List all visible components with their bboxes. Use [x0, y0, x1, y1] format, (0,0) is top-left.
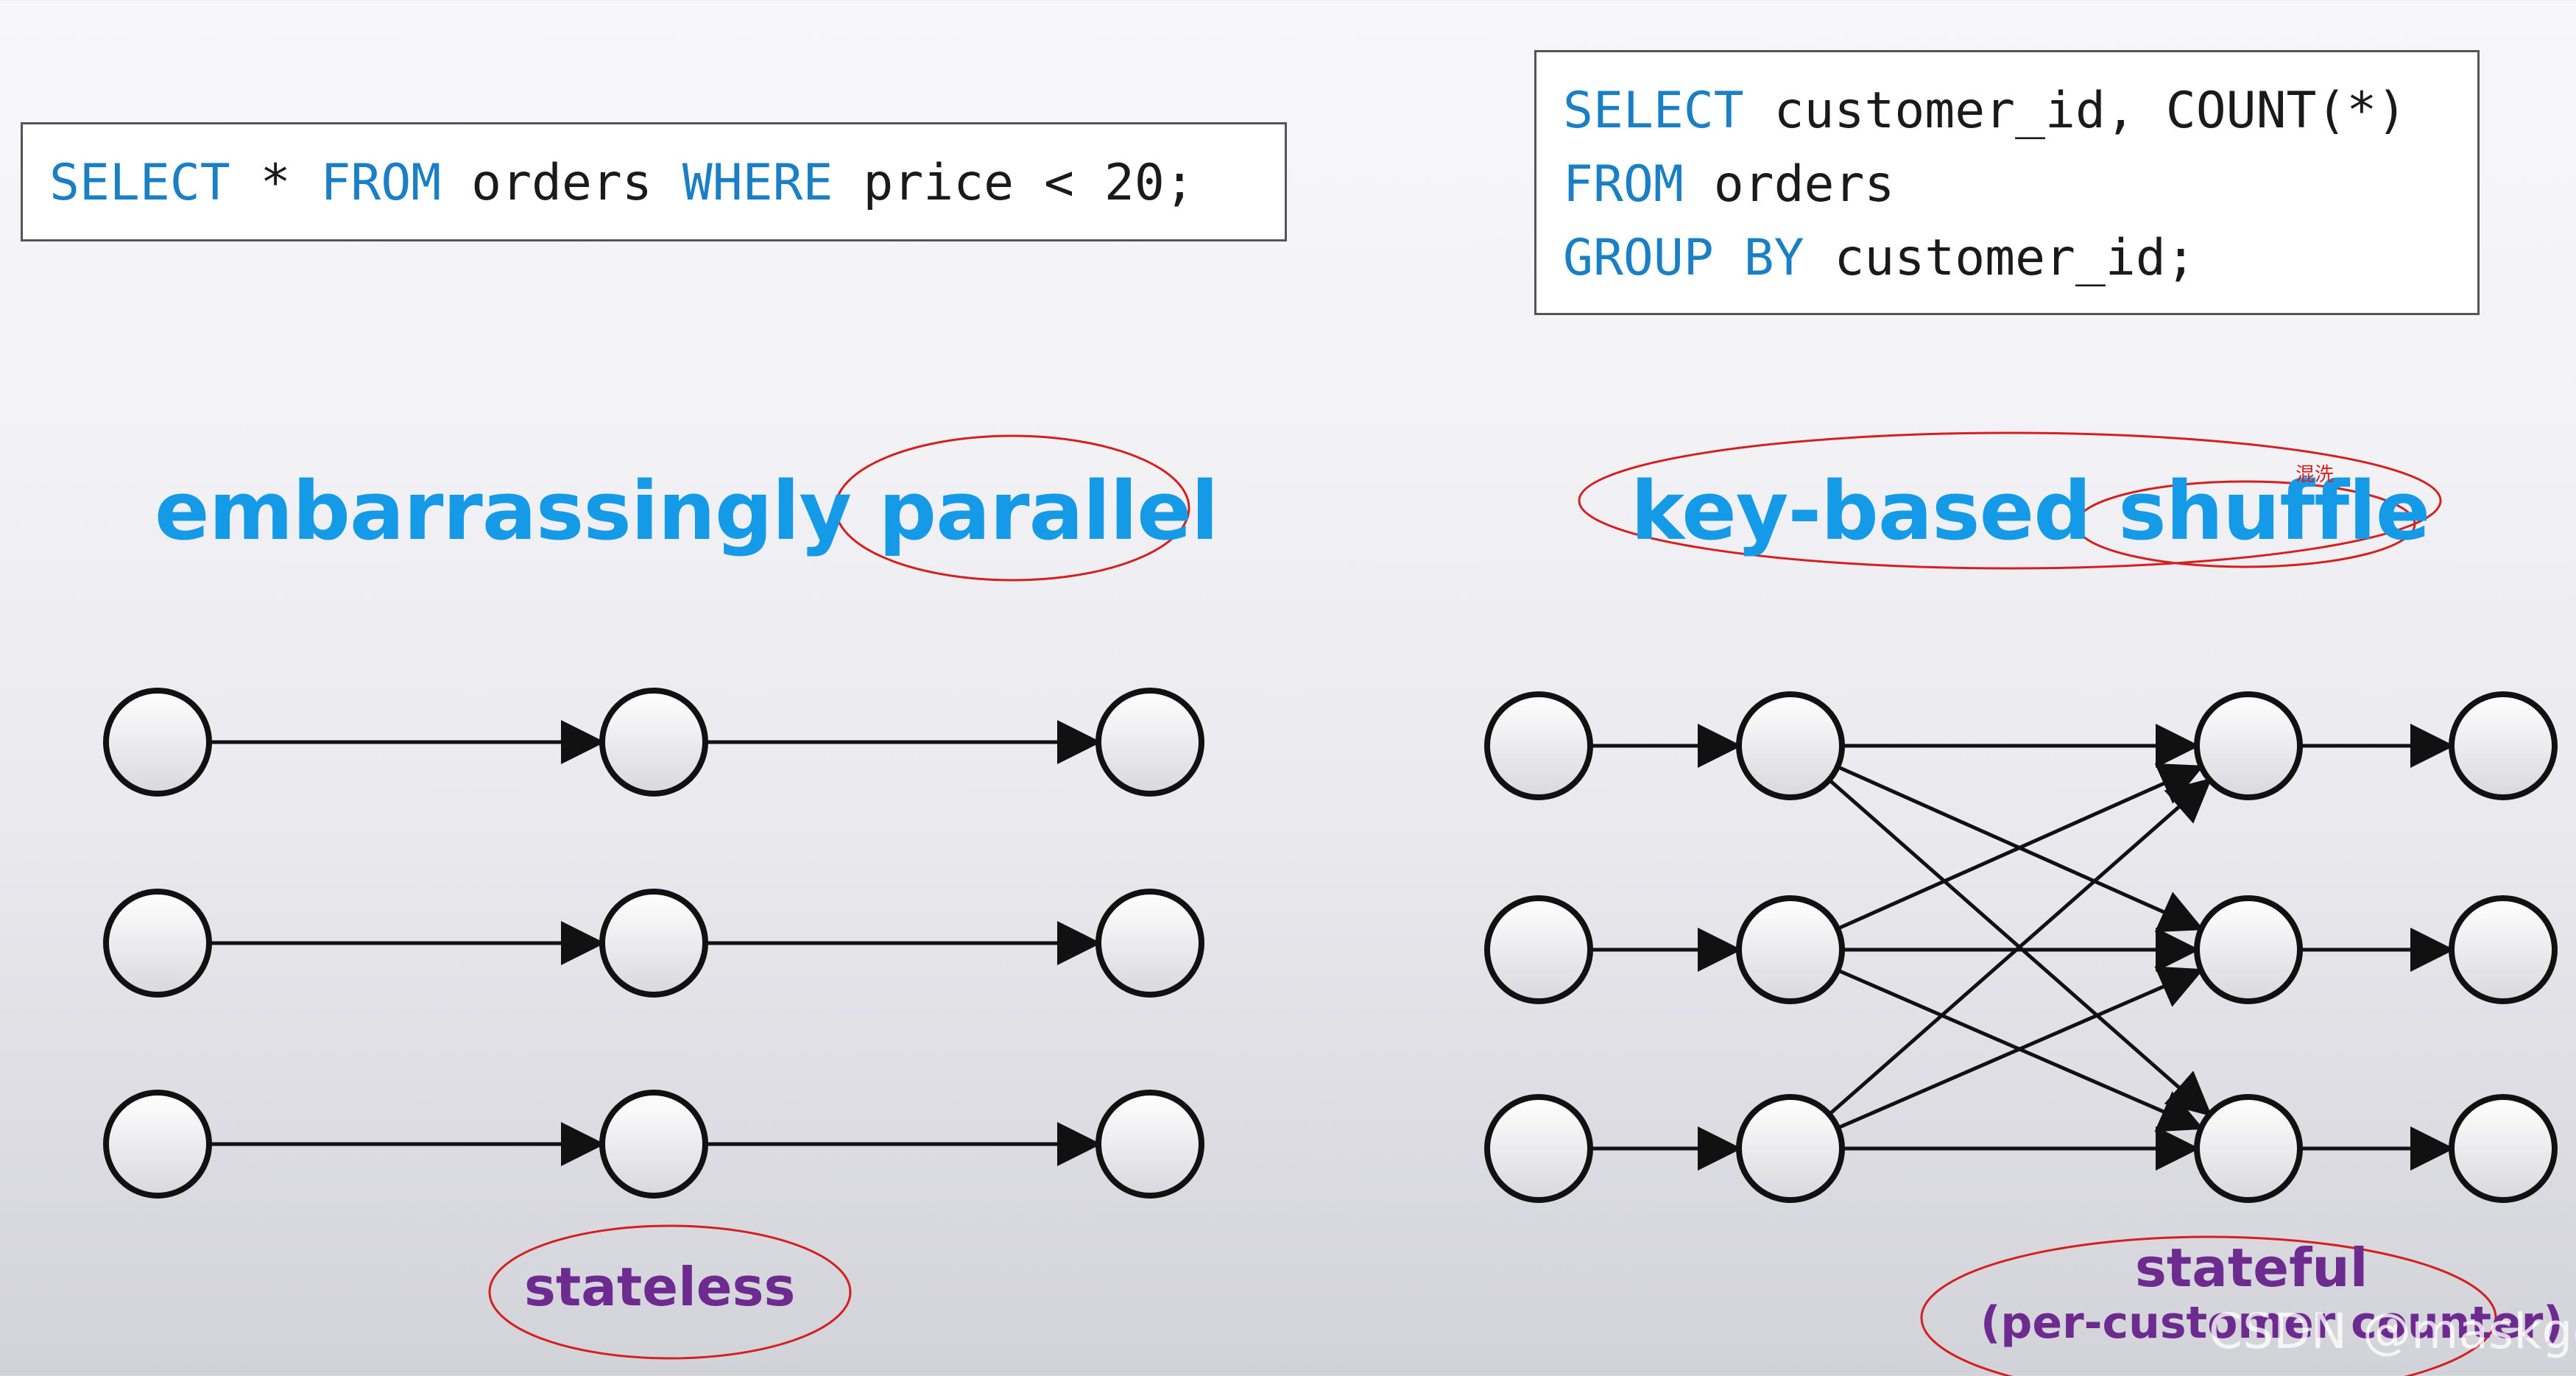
left-node-r2-c2 [599, 889, 708, 998]
left-node-r1-c1 [103, 688, 212, 797]
left-node-r3-c1 [103, 1090, 212, 1199]
label-stateless: stateless [524, 1256, 796, 1318]
annotation-circle-stateless [488, 1224, 852, 1360]
annotation-circle-parallel [834, 434, 1190, 582]
shuffle-edge-3-to-1 [1827, 777, 2212, 1116]
code-box-filter-query: SELECT * FROM orders WHERE price < 20; [21, 122, 1287, 241]
sql-keyword: SELECT [1563, 82, 1744, 140]
nodes-layer [103, 688, 2558, 1203]
right-node-r2-c3 [2194, 895, 2303, 1004]
sql-text: orders [441, 154, 682, 212]
right-node-r2-c4 [2449, 895, 2558, 1004]
right-node-r3-c3 [2194, 1094, 2303, 1203]
right-node-r2-c2 [1736, 895, 1845, 1004]
shuffle-edge-1-to-3 [1827, 778, 2212, 1117]
right-node-r2-c1 [1484, 895, 1593, 1004]
right-node-r1-c1 [1484, 691, 1593, 800]
sql-keyword: SELECT [49, 154, 230, 212]
sql-keyword: WHERE [682, 154, 833, 212]
left-node-r1-c2 [599, 688, 708, 797]
left-node-r3-c3 [1095, 1090, 1204, 1199]
group-query-line-1: SELECT customer_id, COUNT(*) [1563, 86, 2407, 136]
title-key-based-shuffle: key-based shuffle [1631, 464, 2430, 558]
annotation-circle-shuffle-title [1578, 431, 2442, 570]
right-node-r3-c2 [1736, 1094, 1845, 1203]
shuffle-edge-3-to-2 [1837, 966, 2204, 1130]
label-stateful: stateful [2135, 1237, 2368, 1299]
sql-text: price < 20; [833, 154, 1195, 212]
annotation-circle-stateful [1920, 1235, 2497, 1376]
group-query-line-2: FROM orders [1563, 160, 1894, 210]
right-node-r3-c4 [2449, 1094, 2558, 1203]
sql-text: * [230, 154, 321, 212]
label-per-customer-counter: (per-customer counter) [1980, 1297, 2563, 1349]
watermark: CSDN @maskge [2209, 1303, 2576, 1360]
sql-keyword: FROM [320, 154, 442, 212]
group-query-line-3: GROUP BY customer_id; [1563, 233, 2196, 283]
title-embarrassingly-parallel: embarrassingly parallel [155, 464, 1218, 558]
right-node-r3-c1 [1484, 1094, 1593, 1203]
sql-keyword: FROM [1563, 155, 1684, 214]
sql-text: customer_id; [1804, 229, 2196, 287]
left-node-r2-c3 [1095, 889, 1204, 998]
sql-keyword: GROUP BY [1563, 229, 1804, 287]
left-node-r1-c3 [1095, 688, 1204, 797]
left-node-r3-c2 [599, 1090, 708, 1199]
left-node-r2-c1 [103, 889, 212, 998]
right-node-r1-c4 [2449, 691, 2558, 800]
right-node-r1-c2 [1736, 691, 1845, 800]
edges-layer [209, 720, 2455, 1171]
filter-query-line-1: SELECT * FROM orders WHERE price < 20; [49, 158, 1195, 208]
annotation-circle-shuffle-word [2075, 480, 2416, 568]
right-node-r1-c3 [2194, 691, 2303, 800]
sql-text: orders [1683, 155, 1895, 214]
sql-text: customer_id, COUNT(*) [1743, 82, 2407, 140]
shuffle-edge-2-to-1 [1836, 763, 2204, 931]
annotation-text-shuffle: 混洗 [2296, 464, 2335, 486]
